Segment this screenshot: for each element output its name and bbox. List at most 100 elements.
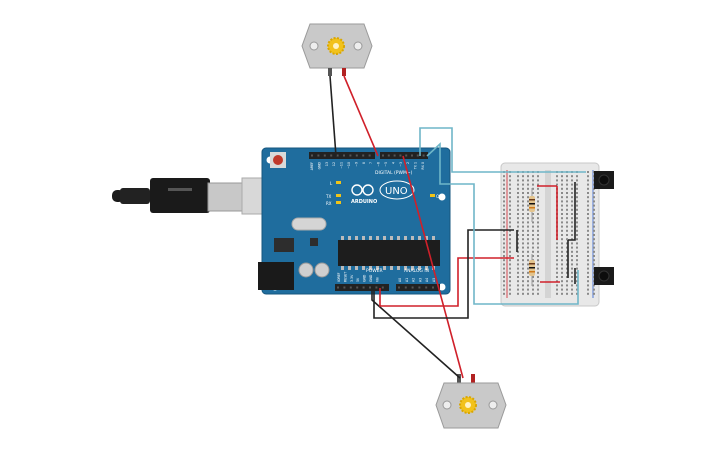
usb-plug-metal	[207, 182, 243, 212]
pushbutton-bottom-cap[interactable]	[598, 270, 610, 282]
arduino-board[interactable]: L TX RX ON ARDUINO UNO DIGITAL (PWM~) PO…	[258, 147, 451, 295]
breadboard-channel	[545, 170, 551, 298]
breadboard-hole	[517, 208, 519, 211]
breadboard-hole	[517, 221, 519, 224]
breadboard-hole	[561, 242, 563, 245]
breadboard-hole	[566, 250, 568, 253]
analog-header[interactable]	[396, 284, 440, 291]
breadboard-hole	[522, 229, 524, 232]
power-header[interactable]	[335, 284, 389, 291]
breadboard-hole	[576, 246, 578, 249]
breadboard-hole	[556, 179, 558, 182]
pushbutton-top-cap[interactable]	[598, 174, 610, 186]
wire-cyan-signal-2[interactable]	[426, 142, 579, 305]
breadboard-hole	[503, 288, 505, 291]
resistor-top[interactable]	[529, 188, 535, 222]
breadboard[interactable]	[500, 162, 600, 307]
breadboard-hole	[522, 204, 524, 207]
breadboard-hole	[522, 196, 524, 199]
breadboard-hole	[522, 246, 524, 249]
breadboard-hole	[522, 271, 524, 274]
reset-button-cap[interactable]	[273, 155, 283, 165]
breadboard-hole	[556, 242, 558, 245]
breadboard-hole	[556, 175, 558, 178]
breadboard-hole	[503, 255, 505, 257]
breadboard-hole	[537, 187, 539, 190]
breadboard-hole	[509, 255, 511, 257]
pushbutton-top[interactable]	[594, 171, 614, 189]
breadboard-hole	[503, 267, 505, 270]
breadboard-hole	[561, 288, 563, 291]
pin-label: 13	[325, 162, 329, 166]
pin-label: RESET	[343, 272, 347, 282]
wire-red-motor-top[interactable]	[343, 75, 379, 157]
breadboard-hole	[561, 267, 563, 270]
chip-pin	[418, 236, 421, 240]
digital-header-left[interactable]	[309, 152, 375, 159]
header-hole	[317, 154, 320, 157]
breadboard-hole	[571, 246, 573, 249]
breadboard-hole	[537, 208, 539, 211]
breadboard-hole	[503, 263, 505, 266]
breadboard-hole	[571, 175, 573, 178]
breadboard-hole	[587, 213, 589, 215]
wire-cyan-signal-1[interactable]	[419, 127, 586, 173]
chip-pin	[383, 266, 386, 270]
breadboard-hole	[576, 179, 578, 182]
breadboard-hole	[571, 276, 573, 278]
wire-black-motor-bottom[interactable]	[371, 288, 461, 379]
chip-pin	[390, 236, 393, 240]
breadboard-hole	[527, 234, 529, 236]
digital-header-right[interactable]	[380, 152, 428, 159]
breadboard-hole	[537, 213, 539, 215]
breadboard-hole	[576, 229, 578, 232]
dc-motor-bottom[interactable]	[435, 374, 507, 429]
breadboard-hole	[537, 276, 539, 278]
breadboard-hole	[537, 192, 539, 194]
breadboard-hole	[522, 280, 524, 283]
chip-pin	[383, 236, 386, 240]
breadboard-hole	[593, 225, 595, 228]
breadboard-hole	[576, 196, 578, 199]
resistor-bottom[interactable]	[529, 254, 535, 286]
dc-motor-top[interactable]	[301, 23, 373, 76]
breadboard-hole	[517, 246, 519, 249]
breadboard-hole	[509, 217, 511, 220]
wire-black-motor-top[interactable]	[329, 75, 337, 157]
header-hole	[355, 154, 358, 157]
arduino-logo-left-loop	[351, 184, 363, 196]
breadboard-hole	[537, 229, 539, 232]
breadboard-hole	[537, 217, 539, 220]
wire-red-motor-bottom[interactable]	[402, 155, 464, 379]
breadboard-hole	[537, 259, 539, 262]
wire-black-gnd[interactable]	[373, 229, 514, 319]
breadboard-hole	[561, 280, 563, 283]
breadboard-hole	[527, 192, 529, 194]
breadboard-hole	[566, 255, 568, 257]
breadboard-hole	[571, 217, 573, 220]
breadboard-hole	[517, 234, 519, 236]
breadboard-hole	[503, 183, 505, 186]
header-hole	[381, 286, 384, 289]
pushbutton-bottom[interactable]	[594, 267, 614, 285]
breadboard-hole	[517, 238, 519, 241]
breadboard-hole	[522, 276, 524, 278]
header-hole	[393, 154, 396, 157]
breadboard-hole	[517, 196, 519, 199]
header-hole	[405, 154, 408, 157]
chip-pin	[369, 266, 372, 270]
breadboard-hole	[561, 204, 563, 207]
breadboard-hole	[566, 288, 568, 291]
breadboard-hole	[503, 242, 505, 245]
breadboard-hole	[561, 175, 563, 178]
wire-red-5v[interactable]	[379, 257, 514, 307]
wires[interactable]	[329, 75, 586, 379]
breadboard-hole	[571, 280, 573, 283]
breadboard-jumpers[interactable]	[516, 182, 576, 284]
chip-pin	[425, 236, 428, 240]
breadboard-hole	[532, 280, 534, 283]
breadboard-hole	[509, 242, 511, 245]
